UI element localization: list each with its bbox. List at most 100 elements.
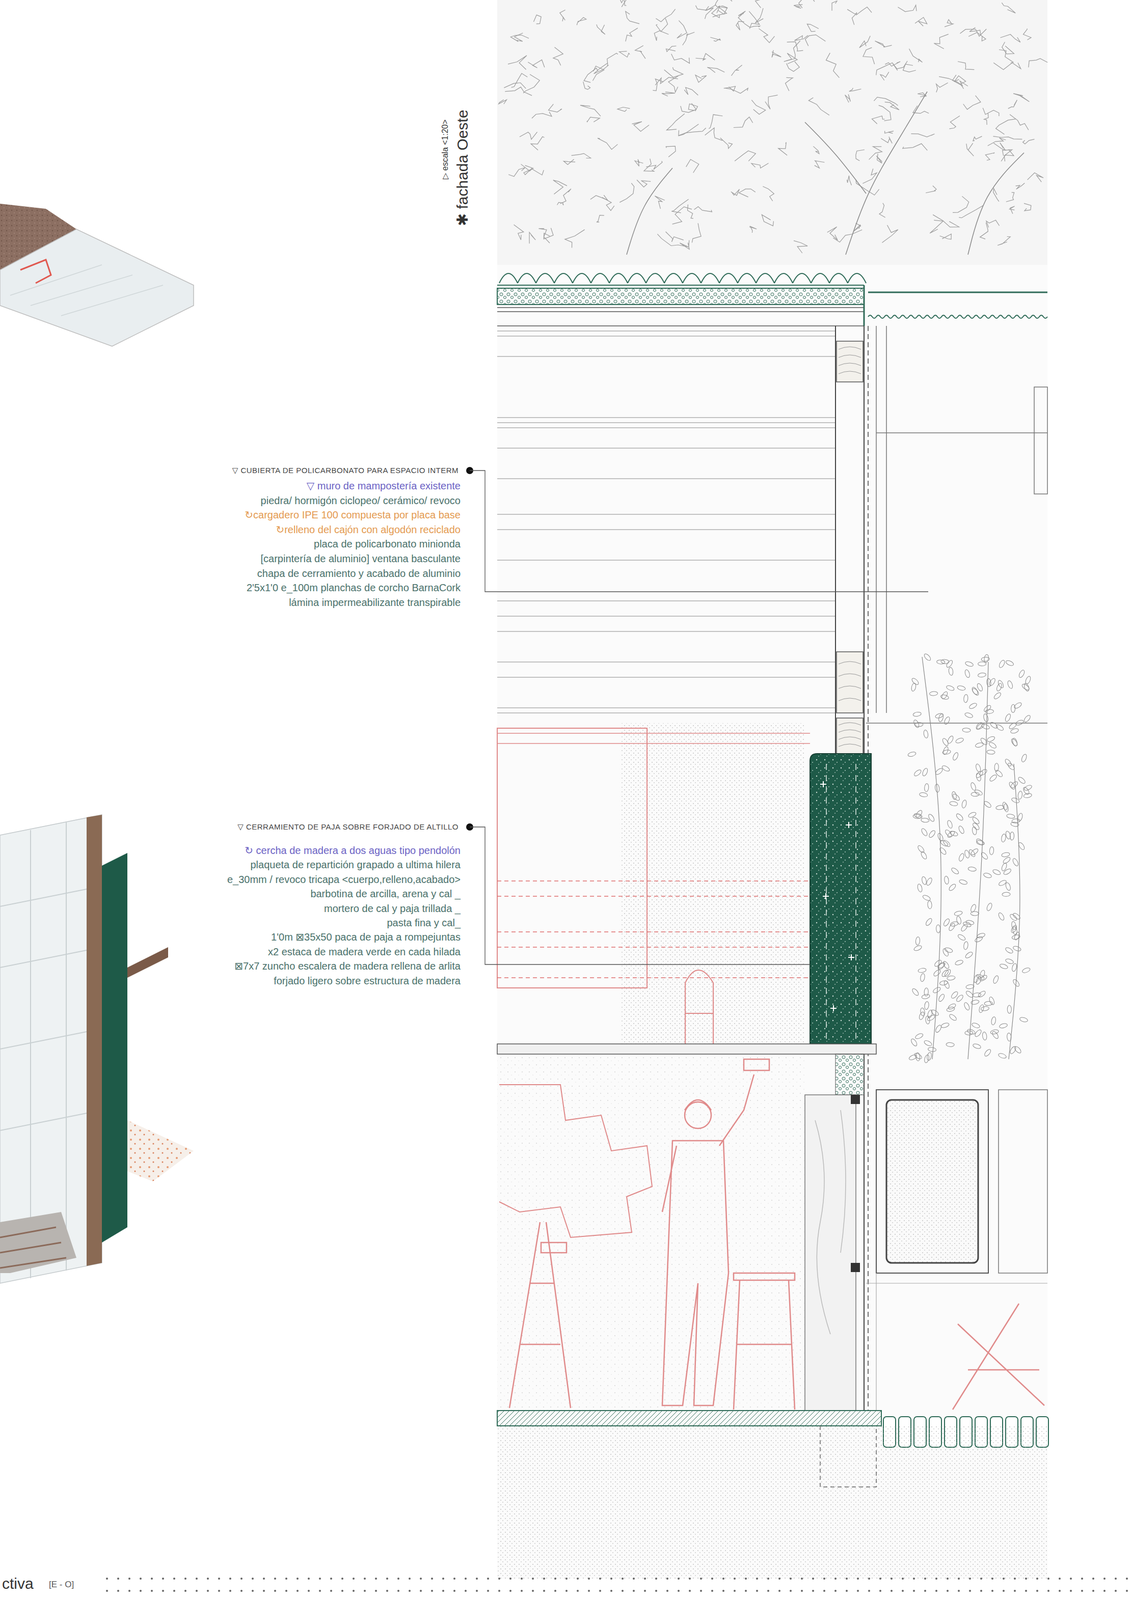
scribble — [957, 61, 975, 70]
leaf — [991, 869, 1002, 877]
leaf — [923, 730, 929, 739]
leaf — [967, 811, 977, 819]
rule-dot — [475, 1590, 478, 1593]
rule-dot — [699, 1578, 703, 1581]
scribble — [682, 32, 695, 46]
rule-dot — [677, 1578, 680, 1581]
leaf — [942, 749, 952, 756]
scribble — [761, 214, 774, 227]
wood-grain — [838, 686, 861, 689]
leaf — [1020, 753, 1028, 764]
ceiling-line — [497, 559, 836, 561]
rule-dot — [296, 1578, 299, 1581]
rule-dot — [778, 1578, 781, 1581]
wood-grain — [838, 661, 861, 665]
rule-dot — [767, 1590, 770, 1593]
leaf — [1011, 934, 1021, 941]
rule-dot — [767, 1578, 770, 1581]
scribble — [855, 149, 865, 161]
leaf — [958, 853, 965, 863]
leaf — [1009, 780, 1019, 790]
rule-dot — [666, 1578, 669, 1581]
leaf — [935, 925, 941, 934]
scribble — [808, 97, 830, 116]
scribble — [786, 40, 800, 62]
scribble — [936, 82, 949, 93]
rule-dot — [924, 1578, 927, 1581]
callout-line: x2 estaca de madera verde en cada hilada — [267, 946, 461, 959]
roof-tile — [811, 273, 830, 284]
leaf — [940, 690, 949, 700]
dotted-rule — [105, 1578, 1128, 1593]
scribble — [909, 48, 923, 63]
scribble — [1002, 41, 1015, 54]
scribble — [758, 28, 775, 43]
scribble — [884, 130, 894, 134]
scribble — [929, 220, 943, 233]
leaf — [997, 912, 1006, 922]
scribble — [897, 5, 917, 12]
scribble — [657, 234, 688, 248]
leaf — [920, 818, 930, 824]
leaf — [950, 867, 960, 876]
wood-grain — [838, 363, 861, 366]
leaf — [937, 993, 946, 1004]
scribble — [618, 0, 627, 6]
rule-dot — [789, 1578, 792, 1581]
rule-dot — [251, 1590, 254, 1593]
rule-dot — [262, 1590, 265, 1593]
leaf — [983, 1048, 992, 1058]
rule-dot — [610, 1578, 613, 1581]
leaf — [971, 687, 981, 697]
scribble — [893, 61, 908, 71]
scribble — [583, 68, 598, 83]
scribble — [859, 36, 871, 48]
rule-dot — [912, 1578, 915, 1581]
ceiling-line — [497, 427, 836, 428]
rule-dot — [464, 1590, 467, 1593]
leaf — [1017, 669, 1026, 679]
rule-dot — [408, 1578, 411, 1581]
leaf — [944, 947, 954, 954]
roof-tile — [792, 273, 812, 284]
plaster-fill — [621, 723, 805, 1045]
leaf — [1010, 797, 1020, 804]
base — [0, 1212, 77, 1274]
leaf — [923, 653, 932, 662]
rule-dot — [296, 1590, 299, 1593]
rule-dot — [823, 1590, 826, 1593]
leaf — [1022, 786, 1031, 796]
leaders — [466, 467, 929, 965]
leaf — [926, 1014, 936, 1022]
scribble — [960, 29, 987, 37]
callout-heading: ▽ CERRAMIENTO DE PAJA SOBRE FORJADO DE A… — [237, 822, 459, 832]
leaf — [998, 659, 1006, 669]
leaf — [909, 1038, 918, 1048]
rule-dot — [509, 1578, 512, 1581]
roof-tile — [701, 273, 720, 284]
leaf — [989, 721, 999, 730]
stool — [733, 1273, 795, 1411]
leaf — [1000, 863, 1008, 873]
leaf — [978, 1004, 985, 1014]
roof-tile — [847, 273, 867, 284]
rule-dot — [341, 1578, 344, 1581]
scribble — [715, 0, 733, 6]
callout-line: ▽ muro de mampostería existente — [306, 479, 461, 493]
scribble — [952, 196, 969, 213]
leaf — [969, 848, 980, 857]
scribble — [997, 236, 1011, 246]
rule-dot — [812, 1578, 815, 1581]
leaf — [920, 973, 926, 983]
rule-dot — [800, 1590, 803, 1593]
scribble — [827, 226, 838, 240]
rule-dot — [128, 1590, 131, 1593]
guide-lines — [866, 1273, 1048, 1412]
rule-dot — [688, 1578, 691, 1581]
scribble — [530, 136, 545, 151]
wood-grain — [815, 1110, 846, 1335]
callout-line: e_30mm / revoco tricapa <cuerpo,relleno,… — [227, 873, 461, 886]
leaf — [966, 1028, 976, 1036]
leaf — [967, 867, 977, 873]
rule-dot — [655, 1590, 658, 1593]
